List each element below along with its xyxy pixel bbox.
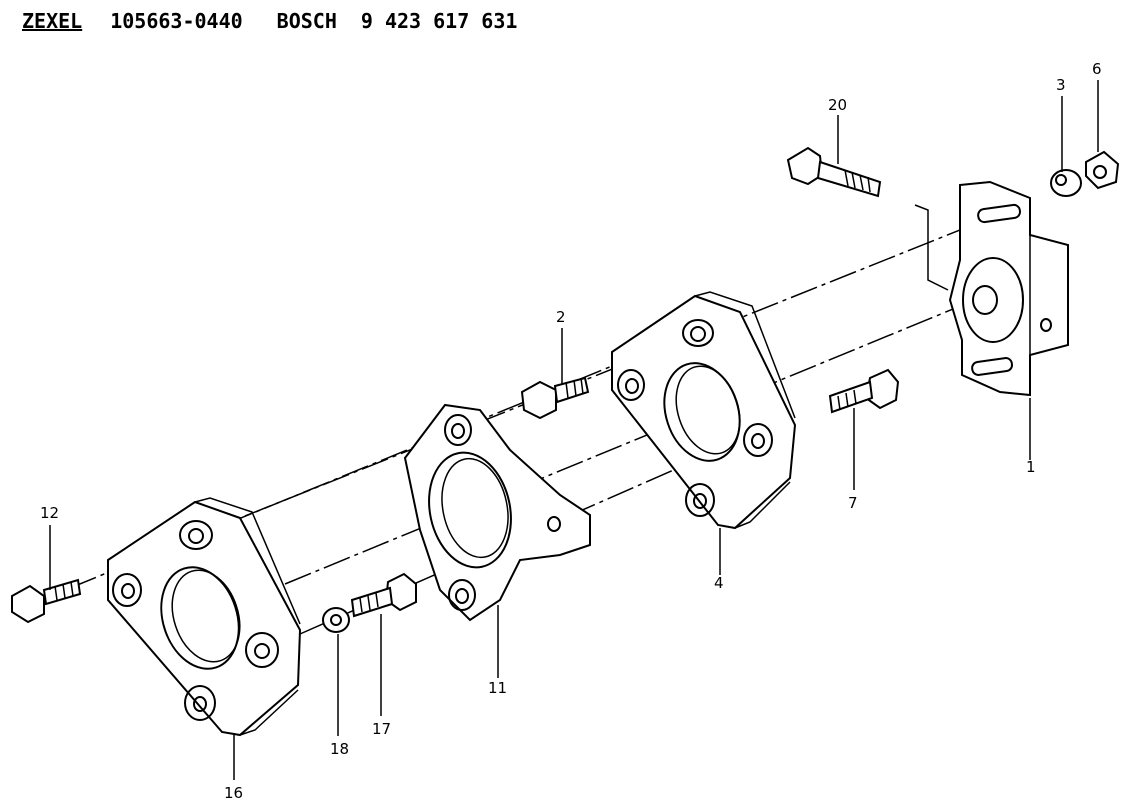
callout-4: 4 <box>714 574 724 592</box>
bosch-part-number: 9 423 617 631 <box>360 9 518 33</box>
washer-part-3 <box>1050 169 1082 197</box>
leader-lines <box>49 80 1099 780</box>
bolt-part-2 <box>520 376 590 420</box>
bolt-part-7 <box>828 368 900 414</box>
bolt-part-12 <box>11 578 82 624</box>
callout-12: 12 <box>40 504 59 522</box>
brand-bosch: BOSCH <box>276 9 337 33</box>
callout-18: 18 <box>330 740 349 758</box>
callout-labels: 1 2 3 4 6 7 11 12 16 17 18 20 <box>40 60 1102 802</box>
nut-part-6 <box>1085 150 1120 190</box>
callout-2: 2 <box>556 308 566 326</box>
center-flange-part-11 <box>403 403 591 622</box>
zexel-part-number: 105663-0440 <box>110 9 243 33</box>
callout-11: 11 <box>488 679 507 697</box>
callout-20: 20 <box>828 96 847 114</box>
callout-17: 17 <box>372 720 391 738</box>
flange-plate-part-16 <box>107 497 302 737</box>
brand-zexel: ZEXEL <box>22 9 83 33</box>
lock-washer-part-18 <box>322 607 350 633</box>
bolt-part-20 <box>786 146 882 198</box>
callout-6: 6 <box>1092 60 1102 78</box>
bolt-part-17 <box>350 572 417 618</box>
bracket-part-1 <box>914 180 1069 397</box>
header: ZEXEL 105663-0440 BOSCH 9 423 617 631 <box>22 6 517 36</box>
callout-1: 1 <box>1026 458 1036 476</box>
callout-16: 16 <box>224 784 243 802</box>
callout-3: 3 <box>1056 76 1066 94</box>
flange-plate-part-4 <box>611 291 797 530</box>
callout-7: 7 <box>848 494 858 512</box>
